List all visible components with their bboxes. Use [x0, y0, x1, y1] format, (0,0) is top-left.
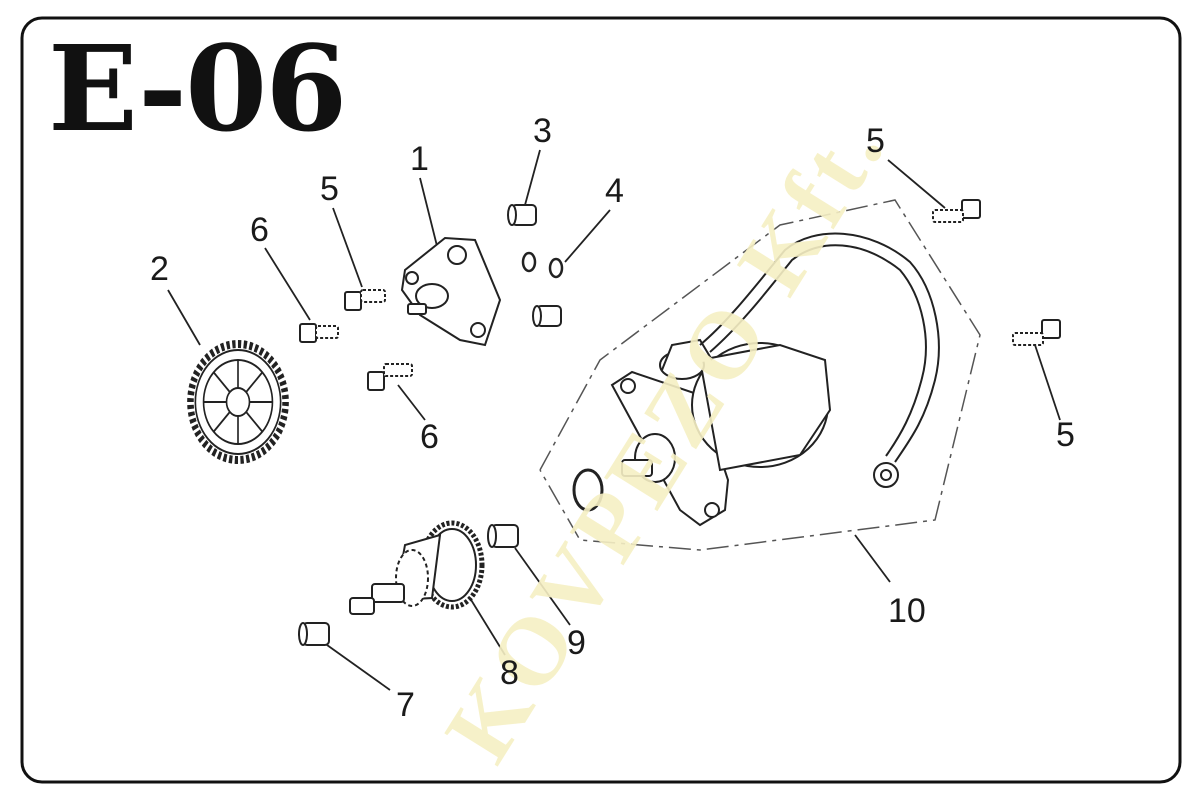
- callout-3: 3: [533, 112, 552, 150]
- bolt-part-6-lower: [367, 363, 413, 391]
- diagram-code: E-06: [48, 19, 347, 158]
- starter-clutch-part-8: [349, 520, 485, 615]
- callout-10: 10: [888, 592, 926, 630]
- diagram-frame: [20, 16, 1182, 784]
- assembly-outline: [539, 199, 981, 551]
- callout-6-lower: 6: [420, 418, 439, 456]
- bushing-part-9: [487, 524, 519, 548]
- bracket-part-1: [400, 236, 502, 347]
- bushing-part-7: [298, 622, 330, 646]
- callout-4: 4: [605, 172, 624, 210]
- sprocket-part-2: [187, 340, 289, 464]
- callout-5-upper-left: 5: [320, 170, 339, 208]
- o-rings-part-4: [521, 251, 564, 279]
- bolt-part-6-upper: [299, 323, 339, 343]
- callout-9: 9: [567, 624, 586, 662]
- callout-2: 2: [150, 250, 169, 288]
- starter-cable: [699, 232, 940, 488]
- leader-lines: [167, 149, 1061, 691]
- bushing-part-3: [507, 204, 537, 226]
- starter-motor-part-10: [572, 338, 832, 527]
- callout-8: 8: [500, 654, 519, 692]
- bolt-part-5-right: [1012, 319, 1061, 346]
- bolt-part-5-top-right: [932, 199, 981, 223]
- callout-6-upper: 6: [250, 211, 269, 249]
- callout-7: 7: [396, 686, 415, 724]
- callout-5-upper-right: 5: [866, 122, 885, 160]
- bushing-part-3b: [532, 305, 562, 327]
- callout-5-right: 5: [1056, 416, 1075, 454]
- bolt-part-5-left: [344, 289, 386, 311]
- callout-1: 1: [410, 140, 429, 178]
